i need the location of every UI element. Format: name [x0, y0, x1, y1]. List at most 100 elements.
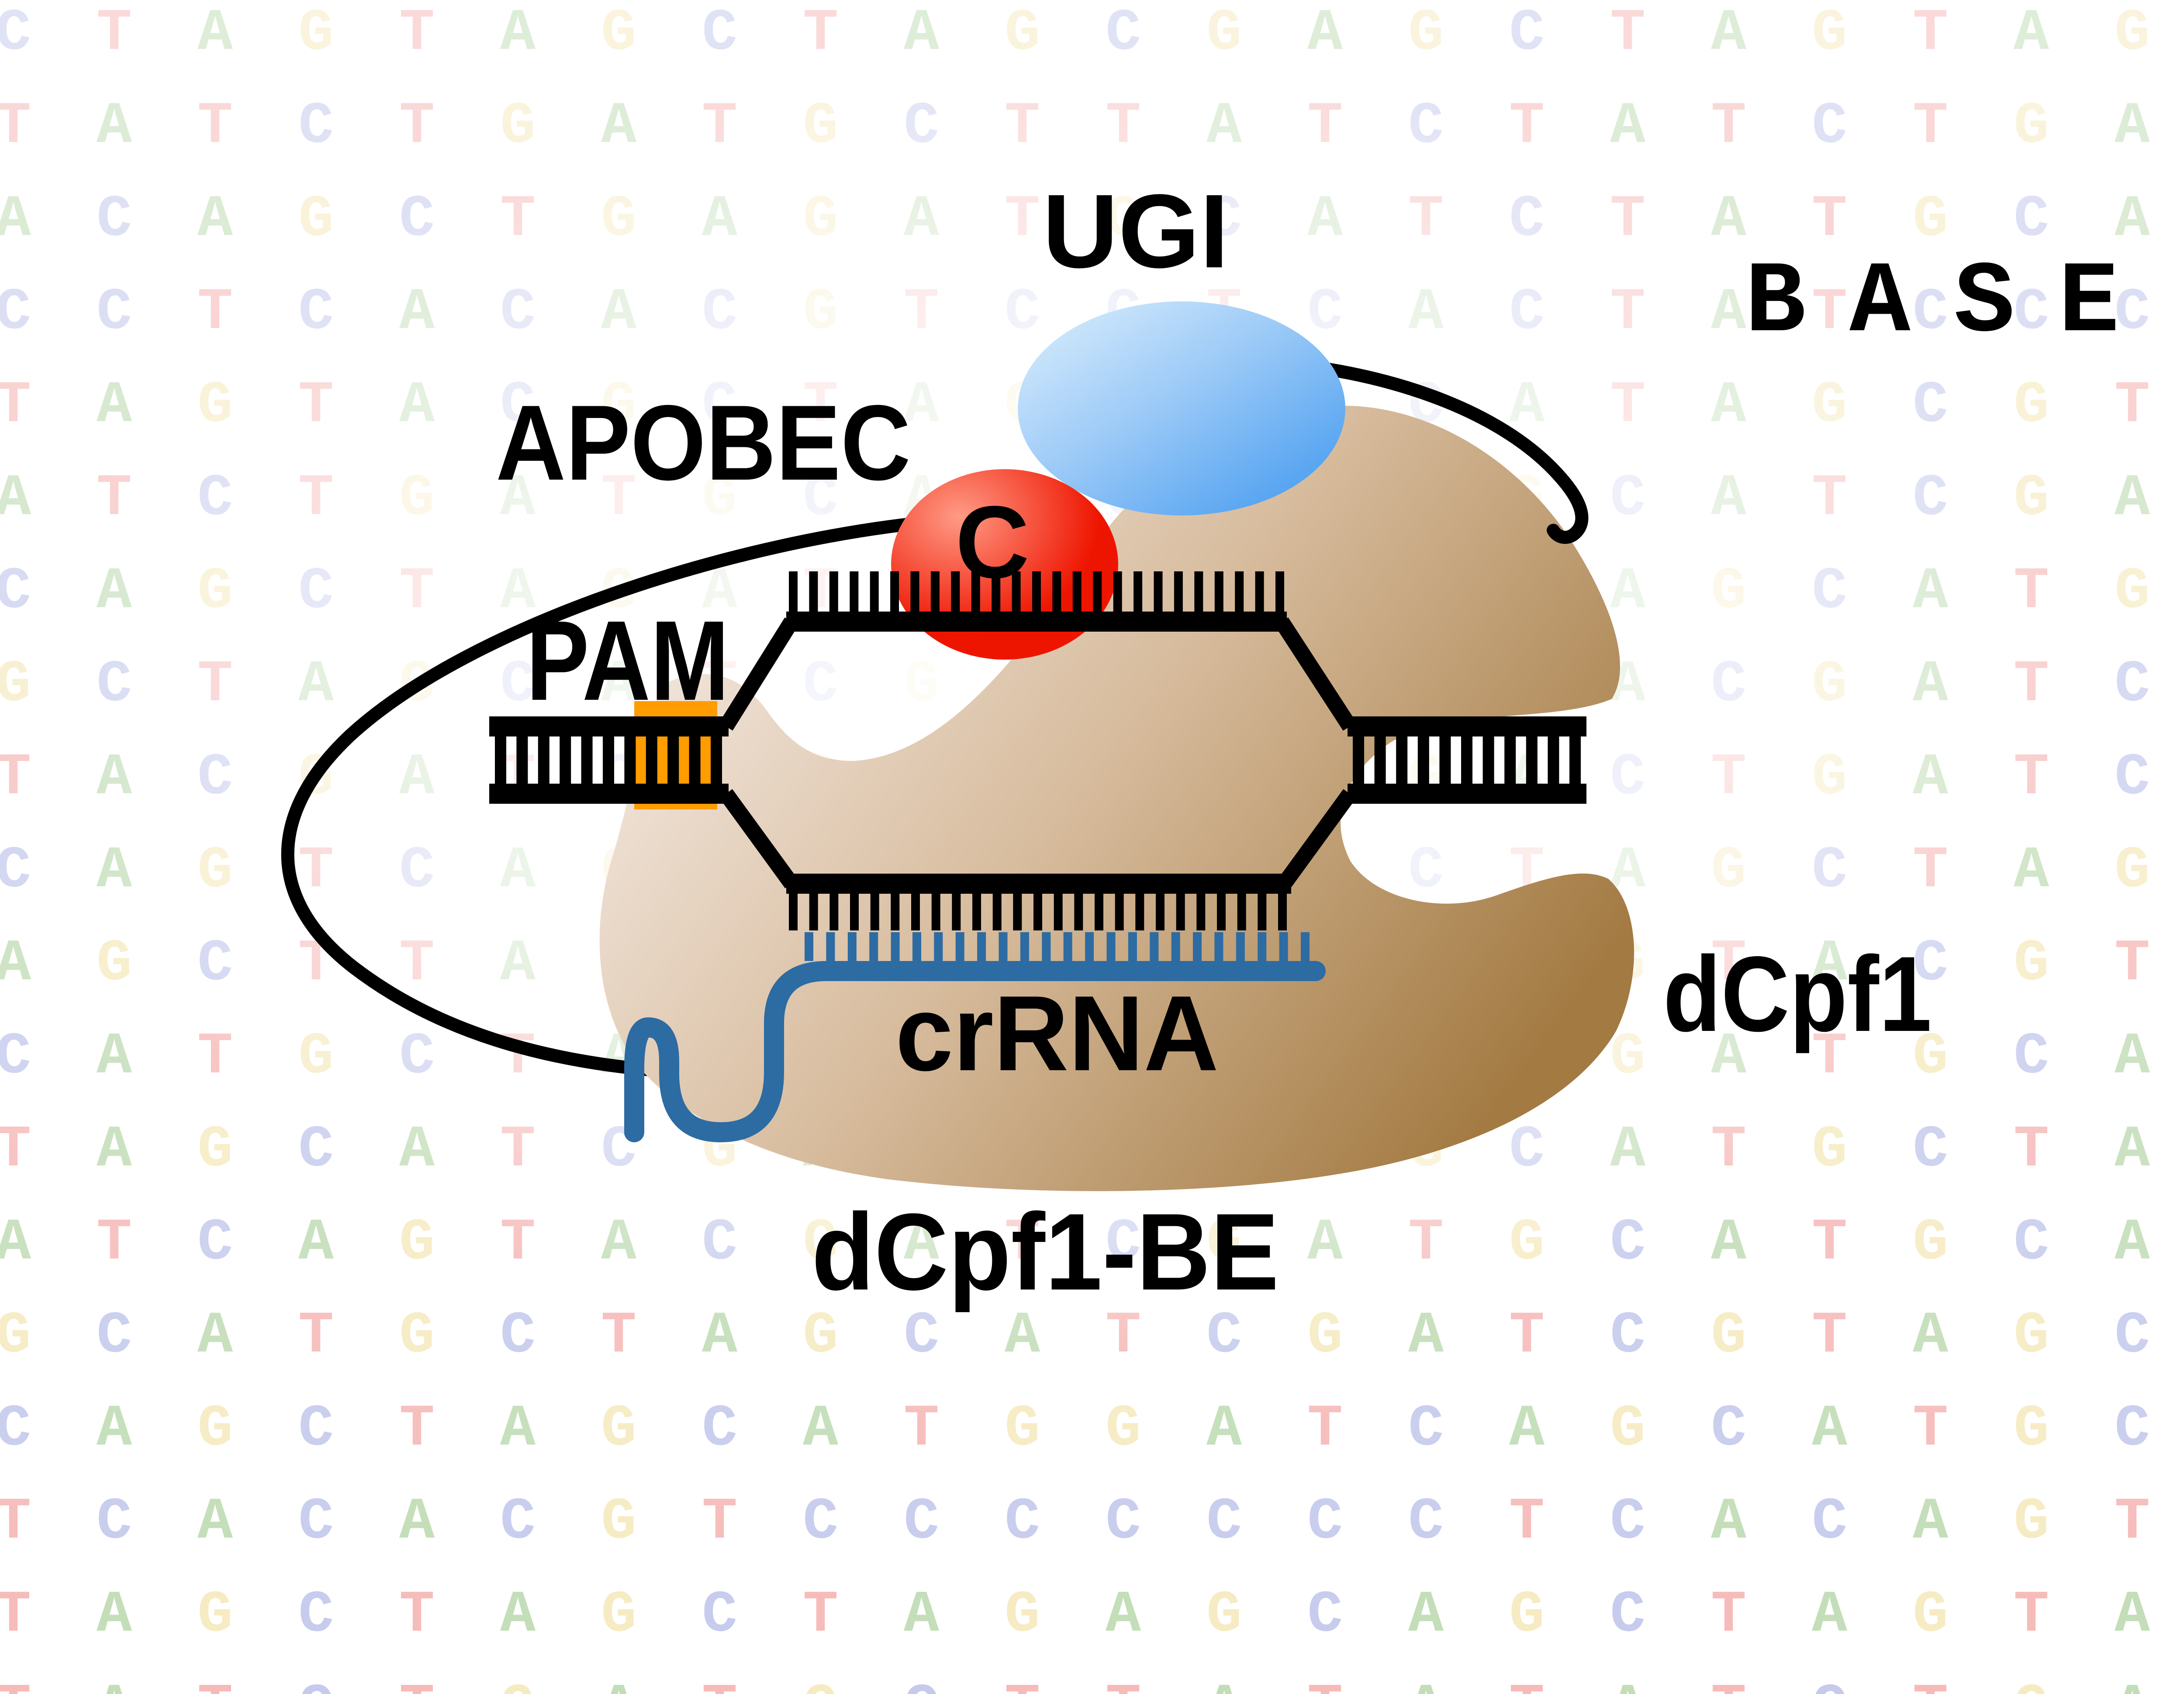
base-pair-tick	[1093, 571, 1102, 613]
left-duplex-bottom-strand	[489, 784, 729, 804]
base-pair-tick	[809, 571, 818, 613]
base-pair-tick	[870, 894, 879, 930]
base-pair-tick	[495, 726, 506, 794]
base-pair-tick	[891, 894, 900, 930]
base-pair-tick	[1196, 894, 1206, 930]
base-pair-tick	[1115, 894, 1124, 930]
target-strand-left-junction	[719, 789, 798, 888]
base-pair-tick	[1236, 932, 1245, 961]
base-pair-tick	[789, 571, 798, 613]
base-pair-tick	[1150, 932, 1159, 961]
left-duplex-top-strand	[489, 716, 729, 736]
base-pair-tick	[1258, 894, 1267, 930]
base-pair-tick	[891, 932, 900, 961]
base-pair-tick	[1063, 932, 1072, 961]
displaced-strand-left-junction	[719, 617, 798, 731]
base-pair-tick	[951, 571, 960, 613]
target-dna-left-duplex	[489, 716, 729, 804]
target-strand-backbone	[786, 874, 1291, 894]
base-pair-tick	[1156, 894, 1165, 930]
base-pair-tick	[847, 932, 857, 961]
base-pair-tick	[1569, 726, 1581, 794]
ugi-domain	[1018, 301, 1345, 515]
base-pair-tick	[581, 726, 593, 794]
base-pair-tick	[1106, 932, 1116, 961]
base-pair-tick	[1255, 571, 1264, 613]
dcpf1-label: dCpf1	[1663, 934, 1932, 1054]
base-pair-tick	[1174, 571, 1183, 613]
base-pair-tick	[1214, 932, 1223, 961]
base-pair-tick	[805, 932, 813, 961]
base-pair-tick	[1417, 726, 1429, 794]
ugi-label: UGI	[1043, 173, 1229, 290]
base-pair-tick	[971, 571, 980, 613]
right-duplex-bottom-strand	[1348, 784, 1586, 804]
target-strand-ticks	[789, 894, 1287, 930]
base-pair-tick	[603, 726, 614, 794]
base-pair-tick	[1548, 726, 1559, 794]
base-pair-tick	[977, 932, 986, 961]
dna-structure	[489, 571, 1586, 930]
crrna-label: crRNA	[895, 973, 1219, 1093]
base-pair-tick	[1128, 932, 1137, 961]
base-pair-tick	[624, 726, 636, 794]
base-pair-tick	[1526, 726, 1538, 794]
crrna-backbone-and-handle	[624, 961, 1326, 1142]
base-pair-tick	[952, 894, 961, 930]
linker-loop-left	[281, 518, 915, 1078]
base-pair-tick	[1154, 571, 1163, 613]
base-pair-tick	[516, 726, 528, 794]
base-pair-tick	[992, 571, 1001, 613]
base-pair-tick	[538, 726, 549, 794]
base-pair-tick	[1353, 726, 1364, 794]
displaced-strand	[719, 571, 1357, 731]
base-pair-tick	[1020, 932, 1029, 961]
base-pair-tick	[910, 571, 919, 613]
base-pair-tick	[826, 932, 835, 961]
base-pair-tick	[992, 894, 1002, 930]
base-pair-tick	[1054, 894, 1063, 930]
base-pair-tick	[646, 726, 657, 794]
base-pair-tick	[1258, 932, 1267, 961]
edited-base-label: C	[955, 484, 1030, 599]
base-pair-tick	[1113, 571, 1122, 613]
base-pair-tick	[1176, 894, 1185, 930]
base-pair-tick	[1193, 932, 1202, 961]
base-pair-tick	[1194, 571, 1203, 613]
base-pair-tick	[809, 894, 818, 930]
base-pair-tick	[1133, 571, 1143, 613]
base-pair-tick	[829, 571, 838, 613]
base-pair-tick	[890, 571, 899, 613]
base-pair-tick	[1275, 571, 1284, 613]
base-pair-tick	[1461, 726, 1472, 794]
left-duplex-rungs	[495, 726, 722, 794]
base-pair-tick	[869, 932, 878, 961]
base-pair-tick	[711, 726, 722, 794]
dcpf1-protein-blob	[599, 405, 1635, 1191]
base-pair-tick	[1033, 894, 1042, 930]
base-pair-tick	[667, 726, 679, 794]
base-pair-tick	[1374, 726, 1386, 794]
base-pair-tick	[955, 932, 964, 961]
right-duplex-top-strand	[1348, 716, 1586, 736]
dcpf1-be-label: dCpf1-BE	[812, 1191, 1279, 1313]
base-pair-tick	[689, 726, 701, 794]
base-pair-tick	[1482, 726, 1494, 794]
apobec-label: APOBEC	[496, 383, 911, 502]
base-pair-tick	[1032, 571, 1041, 613]
base-pair-tick	[1171, 932, 1180, 961]
base-pair-tick	[972, 894, 981, 930]
base-pair-tick	[934, 932, 943, 961]
base-pair-tick	[1095, 894, 1103, 930]
displaced-strand-ticks	[789, 571, 1284, 613]
linker-curve-ugi	[1255, 355, 1589, 544]
right-duplex-rungs	[1353, 726, 1581, 794]
base-pair-tick	[1013, 894, 1022, 930]
displaced-strand-backbone	[786, 612, 1287, 632]
base-pair-tick	[1052, 571, 1061, 613]
base-pair-tick	[1504, 726, 1516, 794]
base-pair-tick	[870, 571, 879, 613]
base-pair-tick	[1135, 894, 1144, 930]
base-pair-tick	[930, 571, 940, 613]
